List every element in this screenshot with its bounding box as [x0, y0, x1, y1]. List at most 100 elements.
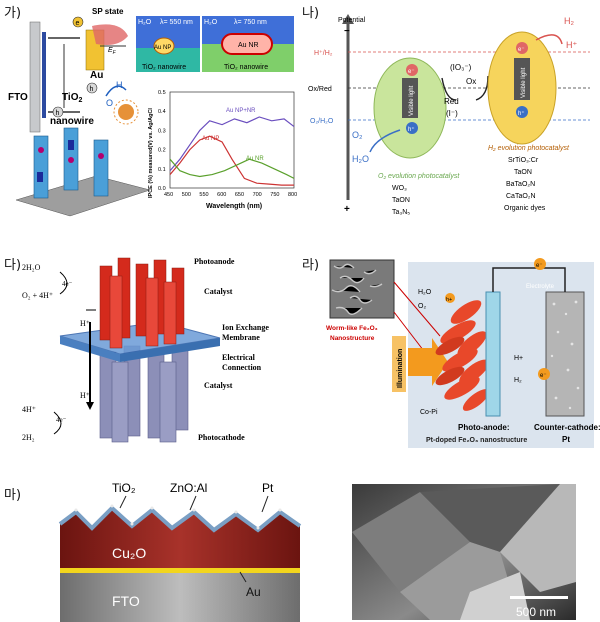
au-particle [38, 147, 44, 153]
o2-material-2: TaON [392, 197, 410, 204]
electron-right: e⁻ [518, 47, 525, 53]
h2-material-5: Organic dyes [504, 205, 546, 212]
electrical-label-2: Connection [222, 363, 262, 372]
c-e4-bot: 4e⁻ [56, 416, 67, 424]
panel-c-figure: 2H₂O O₂ + 4H⁺ 4e⁻ H⁺ H⁺ 4H⁺ 4e⁻ 2H₂ Phot… [22, 257, 269, 443]
h2o-reactant: H₂O [352, 154, 369, 164]
electron-cathode: e⁻ [540, 373, 547, 379]
d-o2-label: O₂ [418, 303, 426, 310]
o2-material-3: Ta₃N₅ [392, 209, 410, 216]
electrical-label-1: Electrical [222, 353, 256, 362]
c-h2o-label: 2H₂O [22, 263, 41, 272]
o2-material-1: WO₃ [392, 185, 407, 192]
potential-label: Potential [338, 17, 366, 24]
ipce-ytick: 0.3 [158, 128, 166, 134]
panel-b: Potential − + H⁺/H₂ Ox/Red O₂/H₂O Visibl… [300, 0, 600, 232]
series-au-np [169, 135, 294, 186]
cu2o-label: Cu₂O [112, 545, 146, 561]
panel-d-figure: Worm-like Fe₂O₃ Nanostructure Illuminati… [326, 258, 600, 448]
panel-a: e h h SP state EF Au FTO TiO2 nanowire H… [0, 0, 300, 232]
ipce-ytick: 0.0 [158, 186, 166, 192]
fto-layer [60, 572, 300, 622]
hole-d-icon [445, 293, 455, 303]
reduction-arc [53, 411, 62, 435]
cathode-speckle [550, 300, 580, 410]
io3-label: (IO₃⁻) [450, 63, 472, 72]
o2-title: O₂ evolution photocatalyst [378, 173, 460, 180]
hole-icon-left [406, 122, 418, 134]
electron-icon [72, 16, 84, 28]
inset1-base: TiO₂ nanowire [142, 64, 186, 71]
photoanode-rods [99, 257, 185, 349]
ipce-xtick: 450 [164, 192, 173, 198]
panel-b-figure: Potential − + H⁺/H₂ Ox/Red O₂/H₂O Visibl… [308, 14, 590, 216]
d-h2o-label: H₂O [418, 289, 432, 296]
electron-cathode-icon [538, 368, 550, 380]
scale-bar [510, 596, 568, 599]
h2-product: H₂ [564, 16, 574, 26]
panel-label-b: 나) [302, 6, 320, 21]
visible-light-left: Visible light [409, 85, 415, 116]
ipce-xtick: 800 [288, 192, 297, 198]
sem-worm-texture [331, 263, 383, 315]
h-level-label: H⁺/H₂ [314, 50, 333, 57]
electrolyte-label: Electrolyte [526, 284, 555, 290]
fto-label: FTO [8, 92, 28, 103]
h2-title: H₂ evolution photocatalyst [488, 145, 570, 152]
membrane-front [120, 338, 220, 362]
hole-left: h⁺ [408, 126, 415, 133]
nanowire-label: nanowire [50, 116, 94, 127]
zno-leader [189, 495, 197, 511]
fto-glass-anode [485, 291, 501, 417]
electron-icon-left [406, 64, 418, 76]
red-label: Red [444, 97, 459, 106]
photoanode-subtitle: Pt-doped Fe₂O₃ nanostructure [426, 437, 527, 444]
ipce-ytick: 0.5 [158, 90, 166, 96]
panel-e: TiO₂ ZnO:Al Pt Cu₂O FTO Au 500 nm [0, 472, 600, 622]
au-label: Au [246, 585, 261, 599]
panel-e-figure: TiO₂ ZnO:Al Pt Cu₂O FTO Au 500 nm [58, 481, 576, 622]
c-hplus-bot: H⁺ [80, 391, 90, 400]
illumination-bar [392, 336, 406, 392]
au-particle [68, 157, 74, 163]
d-hplus-label: H+ [514, 355, 523, 362]
ipce-yticks: 0.00.10.20.30.40.5 [158, 90, 166, 192]
plus-sign: + [344, 204, 350, 215]
electron-symbol: e [76, 20, 80, 27]
electron-circuit-icon [534, 258, 546, 270]
h2-material-3: BaTaO₂N [506, 181, 535, 188]
ipce-series-group [169, 116, 295, 186]
nanowire-rod-3 [93, 139, 109, 197]
panel-a-figure: e h h SP state EF Au FTO TiO2 nanowire H… [8, 7, 297, 217]
photoanode-title: Photo-anode: [458, 423, 510, 432]
h2-material-2: TaON [514, 169, 532, 176]
tio2-label: TiO2 [62, 92, 82, 104]
ipce-xtick: 750 [270, 192, 279, 198]
inset2-lambda: λ= 750 nm [234, 19, 267, 26]
pt-nanoparticles [74, 504, 282, 530]
panel-label-d: 라) [302, 258, 320, 273]
tio2-leader [119, 495, 127, 509]
inset1-lambda: λ= 550 nm [160, 19, 193, 26]
inset2-particle: Au NR [238, 42, 259, 49]
nanowire-rod-1 [33, 135, 49, 199]
fto-electrode [29, 21, 41, 133]
c-h2-label: 2H₂ [22, 433, 35, 442]
sem-facet-5 [460, 572, 530, 620]
iminus-label: (I⁻) [446, 109, 458, 118]
catalyst-bot-label: Catalyst [204, 381, 233, 390]
hole-icon-right [516, 106, 528, 118]
legend-au-np-nr: Au NP+NR [226, 108, 256, 114]
au-leader [239, 571, 247, 583]
hole-icon-1 [52, 106, 64, 118]
sp-state-lobe [92, 24, 128, 45]
membrane-label-1: Ion Exchange [222, 323, 269, 332]
au-rod [68, 140, 74, 150]
o2-label-a: O [106, 98, 113, 108]
panel-label-a: 가) [4, 6, 22, 21]
proton-reduction-arrow [535, 34, 563, 45]
ox-label: Ox [466, 77, 476, 86]
ipce-xtick: 700 [253, 192, 262, 198]
inset2-base: TiO₂ nanowire [224, 64, 268, 71]
